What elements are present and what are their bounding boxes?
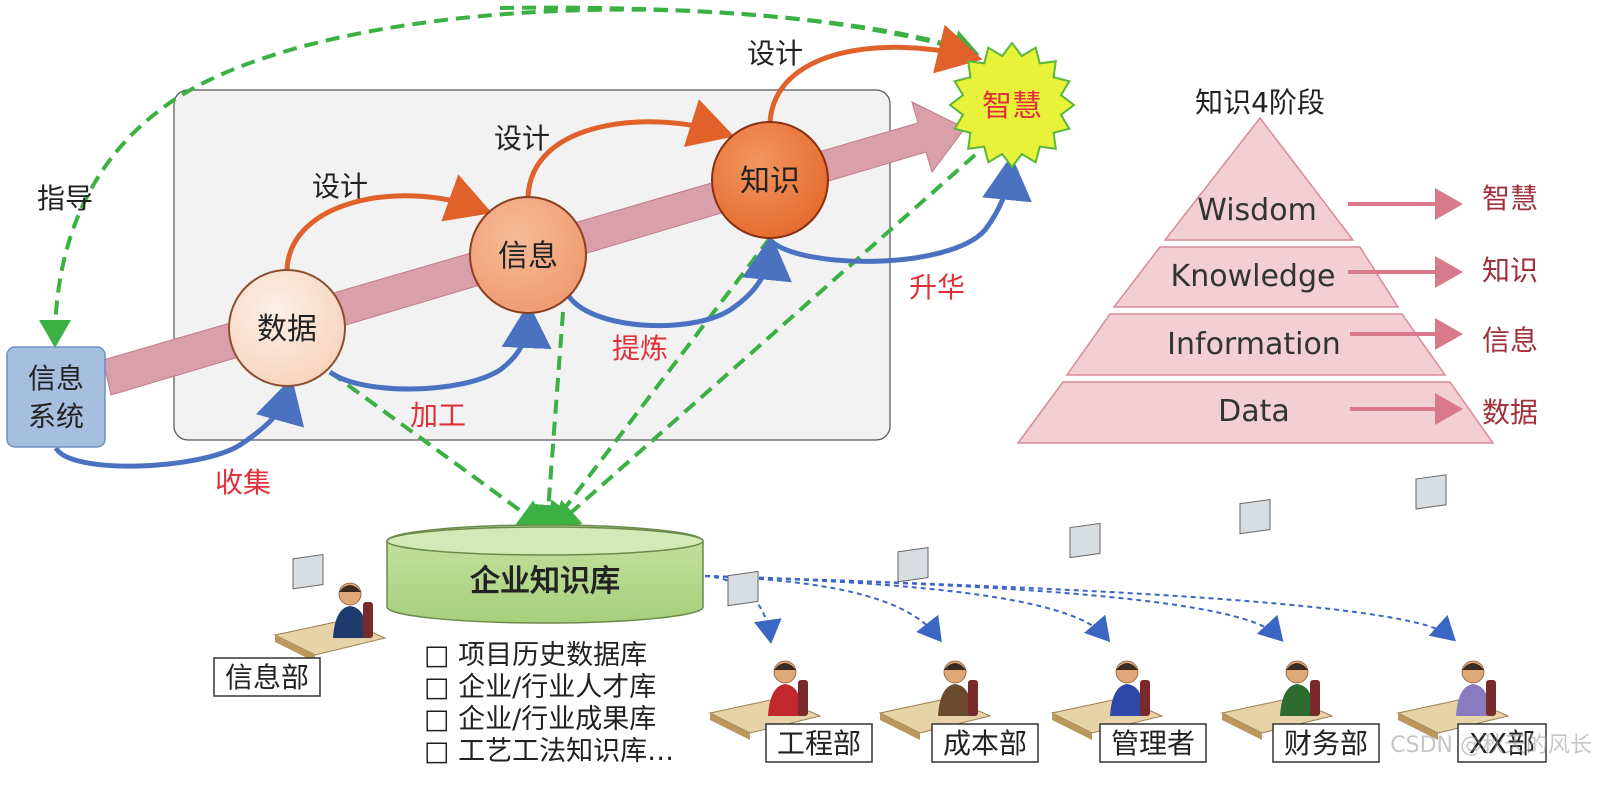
guide-arrow xyxy=(39,7,973,348)
dept-label-xx: XX部 xyxy=(1469,727,1535,760)
pyramid-en-knowledge: Knowledge xyxy=(1171,259,1336,294)
wisdom-star xyxy=(948,41,1076,169)
data-circle xyxy=(228,269,346,387)
sublimate-label: 升华 xyxy=(909,271,965,304)
workstation-engineering xyxy=(708,570,822,740)
pyramid-level-data xyxy=(1016,381,1495,444)
workstation-manager xyxy=(1050,522,1164,740)
db-to-xx-arrow xyxy=(704,575,1456,642)
pyramid-level-knowledge xyxy=(1112,246,1400,308)
pyramid-en-data: Data xyxy=(1218,394,1290,429)
sublimate-arrow xyxy=(768,155,1032,264)
info-dept-box xyxy=(213,657,321,697)
knowledge-circle xyxy=(711,121,829,239)
pyramid-zh-information: 信息 xyxy=(1482,324,1538,357)
refine-label: 提炼 xyxy=(612,332,668,365)
info-system-label-2: 系统 xyxy=(28,400,84,433)
db-to-manager-arrow xyxy=(704,575,1111,643)
info-dept-label: 信息部 xyxy=(225,661,309,694)
pyramid-zh-knowledge: 知识 xyxy=(1482,254,1538,287)
pyramid-en-information: Information xyxy=(1167,327,1341,362)
database-item-1: □ 项目历史数据库 xyxy=(424,640,647,671)
design-label-1: 设计 xyxy=(312,170,368,203)
knowledge-to-db-arrow xyxy=(547,236,772,532)
information-label: 信息 xyxy=(498,239,558,274)
workstation-finance xyxy=(1220,498,1334,740)
design-arrow-3 xyxy=(767,24,983,123)
workstations-group xyxy=(273,474,1510,740)
db-to-cost-arrow xyxy=(704,575,942,643)
dept-label-cost: 成本部 xyxy=(943,727,1027,760)
wisdom-to-db-arrow xyxy=(551,153,977,531)
workstation-cost xyxy=(878,547,992,740)
dept-label-engineering: 工程部 xyxy=(777,727,861,760)
dept-label-finance: 财务部 xyxy=(1284,727,1368,760)
refine-arrow xyxy=(565,235,792,329)
design-label-3: 设计 xyxy=(747,37,803,70)
pyramid-title: 知识4阶段 xyxy=(1195,86,1325,119)
information-circle xyxy=(469,196,587,314)
database-item-2: □ 企业/行业人才库 xyxy=(424,672,656,703)
info-system-label-1: 信息 xyxy=(28,362,84,395)
process-arrow xyxy=(328,303,552,392)
knowledge-label: 知识 xyxy=(740,164,800,199)
wisdom-label: 智慧 xyxy=(982,89,1042,124)
workstation-xx xyxy=(1396,474,1510,740)
pyramid-zh-wisdom: 智慧 xyxy=(1482,182,1538,215)
pyramid-en-wisdom: Wisdom xyxy=(1197,193,1317,228)
info-system-box xyxy=(6,346,106,448)
process-label: 加工 xyxy=(410,399,466,432)
info-to-db-arrow xyxy=(532,311,565,533)
collect-label: 收集 xyxy=(215,466,271,499)
database-title: 企业知识库 xyxy=(470,564,620,599)
collect-arrow xyxy=(53,377,305,469)
design-arrow-2 xyxy=(525,99,735,199)
database-item-3: □ 企业/行业成果库 xyxy=(424,704,656,735)
dept-label-manager: 管理者 xyxy=(1111,727,1195,760)
design-label-2: 设计 xyxy=(494,122,550,155)
db-to-finance-arrow xyxy=(704,575,1284,642)
pyramid-level-wisdom xyxy=(1163,116,1355,241)
database-item-4: □ 工艺工法知识库… xyxy=(424,736,674,767)
watermark: CSDN @秋天的风长 xyxy=(1390,733,1592,758)
workstation-info-dept xyxy=(273,554,387,662)
pyramid-level-information xyxy=(1065,313,1447,376)
data-label: 数据 xyxy=(257,312,317,347)
pyramid-zh-data: 数据 xyxy=(1482,396,1538,429)
guide-label: 指导 xyxy=(37,182,93,215)
design-arrow-1 xyxy=(284,174,493,271)
